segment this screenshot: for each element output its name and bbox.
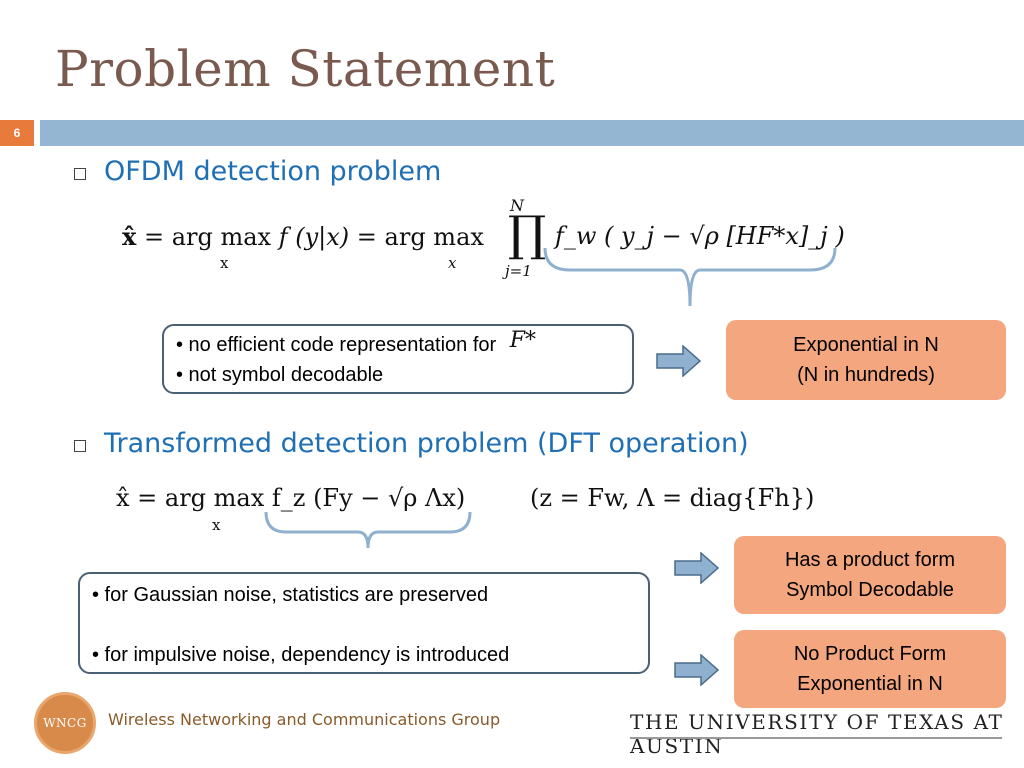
section2-heading: Transformed detection problem (DFT opera… xyxy=(104,428,749,459)
wncg-logo: WNCG xyxy=(34,692,96,754)
slide-number: 6 xyxy=(0,120,34,146)
result-no-product-form-box: No Product Form Exponential in N xyxy=(734,630,1006,708)
group-name: Wireless Networking and Communications G… xyxy=(108,710,501,729)
right-arrow-icon xyxy=(674,654,720,686)
eq1-argmax2: arg max xyxy=(384,223,484,251)
title-bar xyxy=(40,120,1024,146)
result1-line1: Exponential in N xyxy=(793,334,939,356)
eq1-product-symbol: ∏ xyxy=(508,206,547,262)
eq1-term: f_w ( y_j − √ρ [HF*x]_j ) xyxy=(555,222,845,250)
eq1-left: x̂ = arg max f (y|x) = arg max xyxy=(122,222,484,251)
notes-box-ofdm: • no efficient code representation for F… xyxy=(162,324,634,394)
university-name: THE UNIVERSITY OF TEXAS AT AUSTIN xyxy=(630,710,1004,758)
result-exponential-box: Exponential in N (N in hundreds) xyxy=(726,320,1006,400)
note-gaussian-noise: • for Gaussian noise, statistics are pre… xyxy=(92,584,489,606)
note-impulsive-noise: • for impulsive noise, dependency is int… xyxy=(92,644,510,666)
square-bullet-icon xyxy=(74,439,86,452)
note-line1: • no efficient code representation for xyxy=(176,334,497,356)
result3-line2: Exponential in N xyxy=(797,673,943,695)
notes-box-transformed: • for Gaussian noise, statistics are pre… xyxy=(78,572,650,674)
note-not-symbol-decodable: • not symbol decodable xyxy=(176,364,384,386)
result2-line1: Has a product form xyxy=(784,549,956,571)
result3-line1: No Product Form xyxy=(793,643,947,665)
eq1-prod-top: N xyxy=(510,196,524,215)
equation-transformed: x̂ = arg max f_z (Fy − √ρ Λx) xyxy=(116,484,466,512)
note-spacer xyxy=(92,610,636,640)
result2-line2: Symbol Decodable xyxy=(786,579,954,601)
eq1-sub-x: x xyxy=(220,254,229,272)
eq1-equals: = xyxy=(143,223,165,251)
bullet-transformed-detection: Transformed detection problem (DFT opera… xyxy=(74,428,749,459)
result1-line2: (N in hundreds) xyxy=(797,364,935,386)
footer-rule xyxy=(630,737,1002,739)
equation-definitions: (z = Fw, Λ = diag{Fh}) xyxy=(530,484,815,512)
result-product-form-box: Has a product form Symbol Decodable xyxy=(734,536,1006,614)
eq1-equals2: = xyxy=(356,223,377,251)
brace-icon xyxy=(543,247,837,307)
square-bullet-icon xyxy=(74,167,86,180)
right-arrow-icon xyxy=(674,552,720,584)
eq1-prod-bottom: j=1 xyxy=(505,262,532,280)
logo-text: WNCG xyxy=(43,716,87,730)
eq2-sub-x: x xyxy=(212,516,221,534)
slide-title: Problem Statement xyxy=(55,40,556,98)
eq1-argmax: arg max xyxy=(171,223,272,251)
eq1-sub-x2: x xyxy=(448,254,457,272)
brace-icon xyxy=(264,511,472,549)
section1-heading: OFDM detection problem xyxy=(104,156,442,187)
eq1-xhat: x̂ xyxy=(122,222,137,251)
bullet-ofdm-detection: OFDM detection problem xyxy=(74,156,441,187)
note-no-efficient-code: • no efficient code representation for F… xyxy=(176,328,620,360)
eq1-likelihood: f (y|x) xyxy=(278,223,350,251)
right-arrow-icon xyxy=(656,345,702,377)
f-star-symbol: F* xyxy=(509,328,536,353)
